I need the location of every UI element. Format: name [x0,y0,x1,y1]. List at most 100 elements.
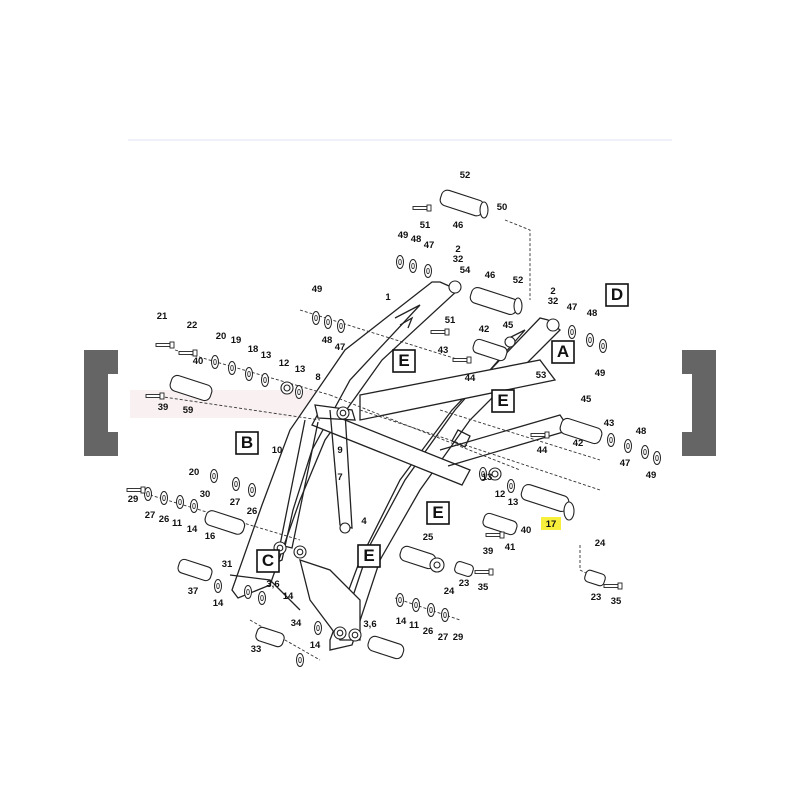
part-number-label: 50 [497,202,508,213]
part-number-label: 14 [187,524,198,535]
callout-text: 40 [521,525,532,536]
part-number-label: 49 [312,284,323,295]
callout-text: 37 [188,586,199,597]
callout-text: 41 [505,542,516,553]
callout-text: 47 [567,302,578,313]
callout-text: 12 [495,489,506,500]
part-number-label: 35 [611,596,622,607]
part-number-label: 44 [465,373,476,384]
callout-text: 13 [295,364,306,375]
part-number-label: 54 [460,265,471,276]
callout-text: E [398,351,409,370]
part-number-label: 13 [508,497,519,508]
part-number-label: 46 [453,220,464,231]
callout-text: 17 [546,519,557,530]
callout-text: 48 [411,234,422,245]
callout-text: E [432,503,443,522]
part-number-label: 31 [222,559,233,570]
callout-text: 46 [453,220,464,231]
section-marker-e: E [357,544,381,568]
callout-text: 50 [497,202,508,213]
callout-text: 24 [444,586,455,597]
part-number-label: 14 [310,640,321,651]
part-number-label: 43 [438,345,449,356]
part-number-label: 49 [595,368,606,379]
callout-text: 2 [455,244,460,255]
part-number-label: 39 [158,402,169,413]
part-number-label: 21 [157,311,168,322]
part-number-label: 2 [455,244,460,255]
part-number-label: 9 [337,445,342,456]
callout-text: 10 [272,445,283,456]
callout-text: 43 [604,418,615,429]
callout-text: 24 [595,538,606,549]
part-number-label: 49 [398,230,409,241]
callout-text: 27 [145,510,156,521]
callout-text: 8 [315,372,320,383]
callout-text: 11 [409,620,420,631]
section-marker-e: E [392,349,416,373]
part-number-label: 47 [335,342,346,353]
callout-text: 26 [159,514,170,525]
callout-text: 44 [465,373,476,384]
part-number-label: 40 [193,356,204,367]
callout-text: 13 [508,497,519,508]
callout-text: 47 [424,240,435,251]
callout-text: 9 [337,445,342,456]
part-number-label: 26 [159,514,170,525]
part-number-label: 47 [620,458,631,469]
part-number-label: 52 [513,275,524,286]
callout-text: 54 [460,265,471,276]
callout-text: 35 [611,596,622,607]
callout-text: D [611,285,623,304]
part-number-label: 35 [478,582,489,593]
callout-text: 51 [445,315,456,326]
callout-text: 23 [591,592,602,603]
callout-text: 45 [503,320,514,331]
callout-text: 49 [646,470,657,481]
section-marker-e: E [491,389,515,413]
part-number-label: 48 [322,335,333,346]
part-number-label: 26 [247,506,258,517]
part-number-label: 45 [503,320,514,331]
callout-text: 22 [187,320,198,331]
part-number-label: 41 [505,542,516,553]
callout-text: 20 [216,331,227,342]
part-number-label: 47 [567,302,578,313]
part-number-label: 46 [485,270,496,281]
part-number-label: 13 [295,364,306,375]
part-number-label: 10 [272,445,283,456]
callout-text: 13 [482,472,493,483]
part-number-label: 14 [283,591,294,602]
section-marker-a: A [551,340,575,364]
callout-text: 47 [620,458,631,469]
part-number-label: 17 [541,517,561,530]
part-number-label: 29 [128,494,139,505]
callout-text: 48 [587,308,598,319]
part-number-label: 45 [581,394,592,405]
part-number-label: 24 [444,586,455,597]
part-number-label: 59 [183,405,194,416]
callout-text: 39 [483,546,494,557]
part-number-label: 42 [479,324,490,335]
callout-text: 26 [423,626,434,637]
part-number-label: 52 [460,170,471,181]
part-number-label: 48 [587,308,598,319]
part-number-label: 20 [189,467,200,478]
part-number-label: 4 [361,516,367,527]
section-marker-box [491,389,515,413]
part-number-label: 23 [591,592,602,603]
part-number-label: 8 [315,372,320,383]
section-marker-box [551,340,575,364]
callout-text: 32 [453,254,464,265]
callout-text: 18 [248,344,259,355]
callout-text: 34 [291,618,302,629]
part-number-label: 49 [646,470,657,481]
part-number-label: 7 [337,472,342,483]
callout-text: 27 [230,497,241,508]
part-number-label: 1 [385,292,391,303]
part-number-label: 51 [445,315,456,326]
callout-text: 19 [231,335,242,346]
